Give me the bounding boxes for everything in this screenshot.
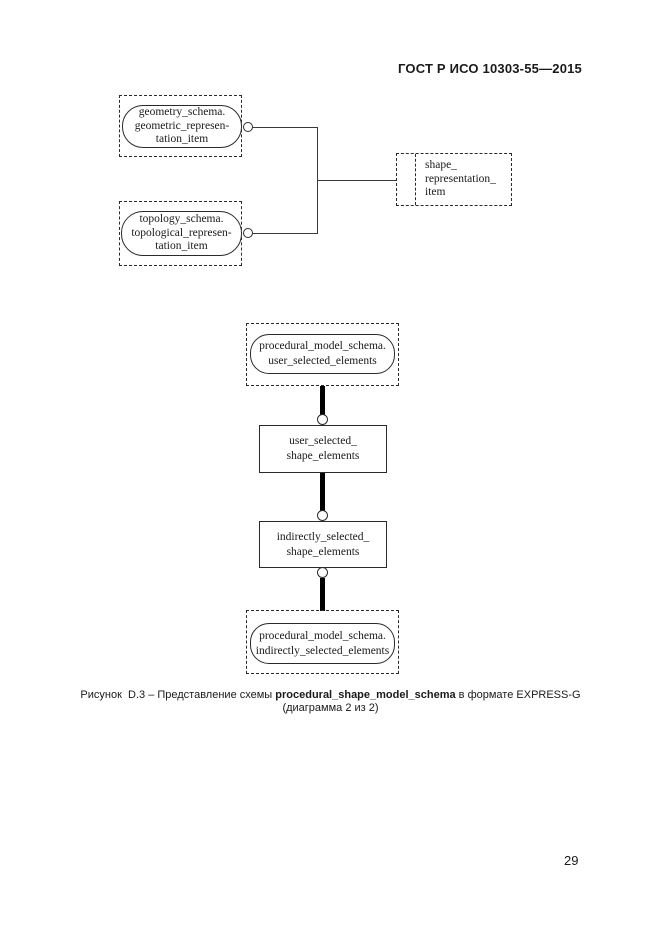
node-topology-schema: topology_schema. topological_represen- t… [121, 211, 242, 256]
relationship-circle-2 [317, 510, 328, 521]
caption-text-before: Рисунок D.3 – Представление схемы [80, 689, 276, 701]
caption-schema-name: procedural_shape_model_schema [275, 689, 456, 701]
node-user-selected-ref-label: procedural_model_schema. user_selected_e… [259, 340, 386, 367]
node-topology-label: topology_schema. topological_represen- t… [131, 213, 232, 253]
relationship-circle-geometry [243, 122, 253, 132]
node-geometry-label: geometry_schema. geometric_represen- tat… [134, 106, 230, 146]
connector-line-topology [253, 233, 318, 234]
figure-caption-line2: (диаграмма 2 из 2) [282, 702, 379, 714]
relationship-circle-3 [317, 567, 328, 578]
connector-line-geometry [253, 127, 318, 128]
standard-number-header: ГОСТ Р ИСО 10303-55—2015 [397, 61, 582, 76]
interschema-ref-frame-user-selected [246, 323, 399, 386]
interschema-ref-frame-indirectly-selected [246, 610, 399, 674]
relationship-circle-1 [317, 414, 328, 425]
page-number: 29 [564, 853, 579, 868]
node-indirectly-selected-shape-elements: indirectly_selected_ shape_elements [259, 521, 387, 568]
relationship-thick-line-1 [320, 386, 325, 415]
node-indirectly-selected-label: indirectly_selected_ shape_elements [276, 530, 370, 558]
node-shape-representation-item: shape_ representation_ item [396, 153, 512, 206]
refbox-divider [415, 154, 416, 205]
relationship-thick-line-2 [320, 473, 325, 511]
node-user-selected-elements-ref: procedural_model_schema. user_selected_e… [250, 334, 395, 374]
relationship-circle-topology [243, 228, 253, 238]
node-user-selected-shape-elements: user_selected_ shape_elements [259, 425, 387, 473]
node-indirectly-selected-ref-label: procedural_model_schema. indirectly_sele… [255, 629, 390, 657]
node-user-selected-label: user_selected_ shape_elements [286, 435, 360, 462]
connector-line-to-shape [317, 180, 397, 181]
node-indirectly-selected-elements-ref: procedural_model_schema. indirectly_sele… [250, 623, 395, 664]
caption-text-after: в формате EXPRESS-G [455, 689, 581, 701]
node-shape-representation-label: shape_ representation_ item [425, 159, 496, 199]
figure-caption: Рисунок D.3 – Представление схемы proced… [0, 689, 661, 715]
node-geometry-schema: geometry_schema. geometric_represen- tat… [122, 105, 242, 148]
figure-caption-line1: Рисунок D.3 – Представление схемы proced… [0, 689, 661, 702]
relationship-thick-line-3 [320, 578, 325, 611]
